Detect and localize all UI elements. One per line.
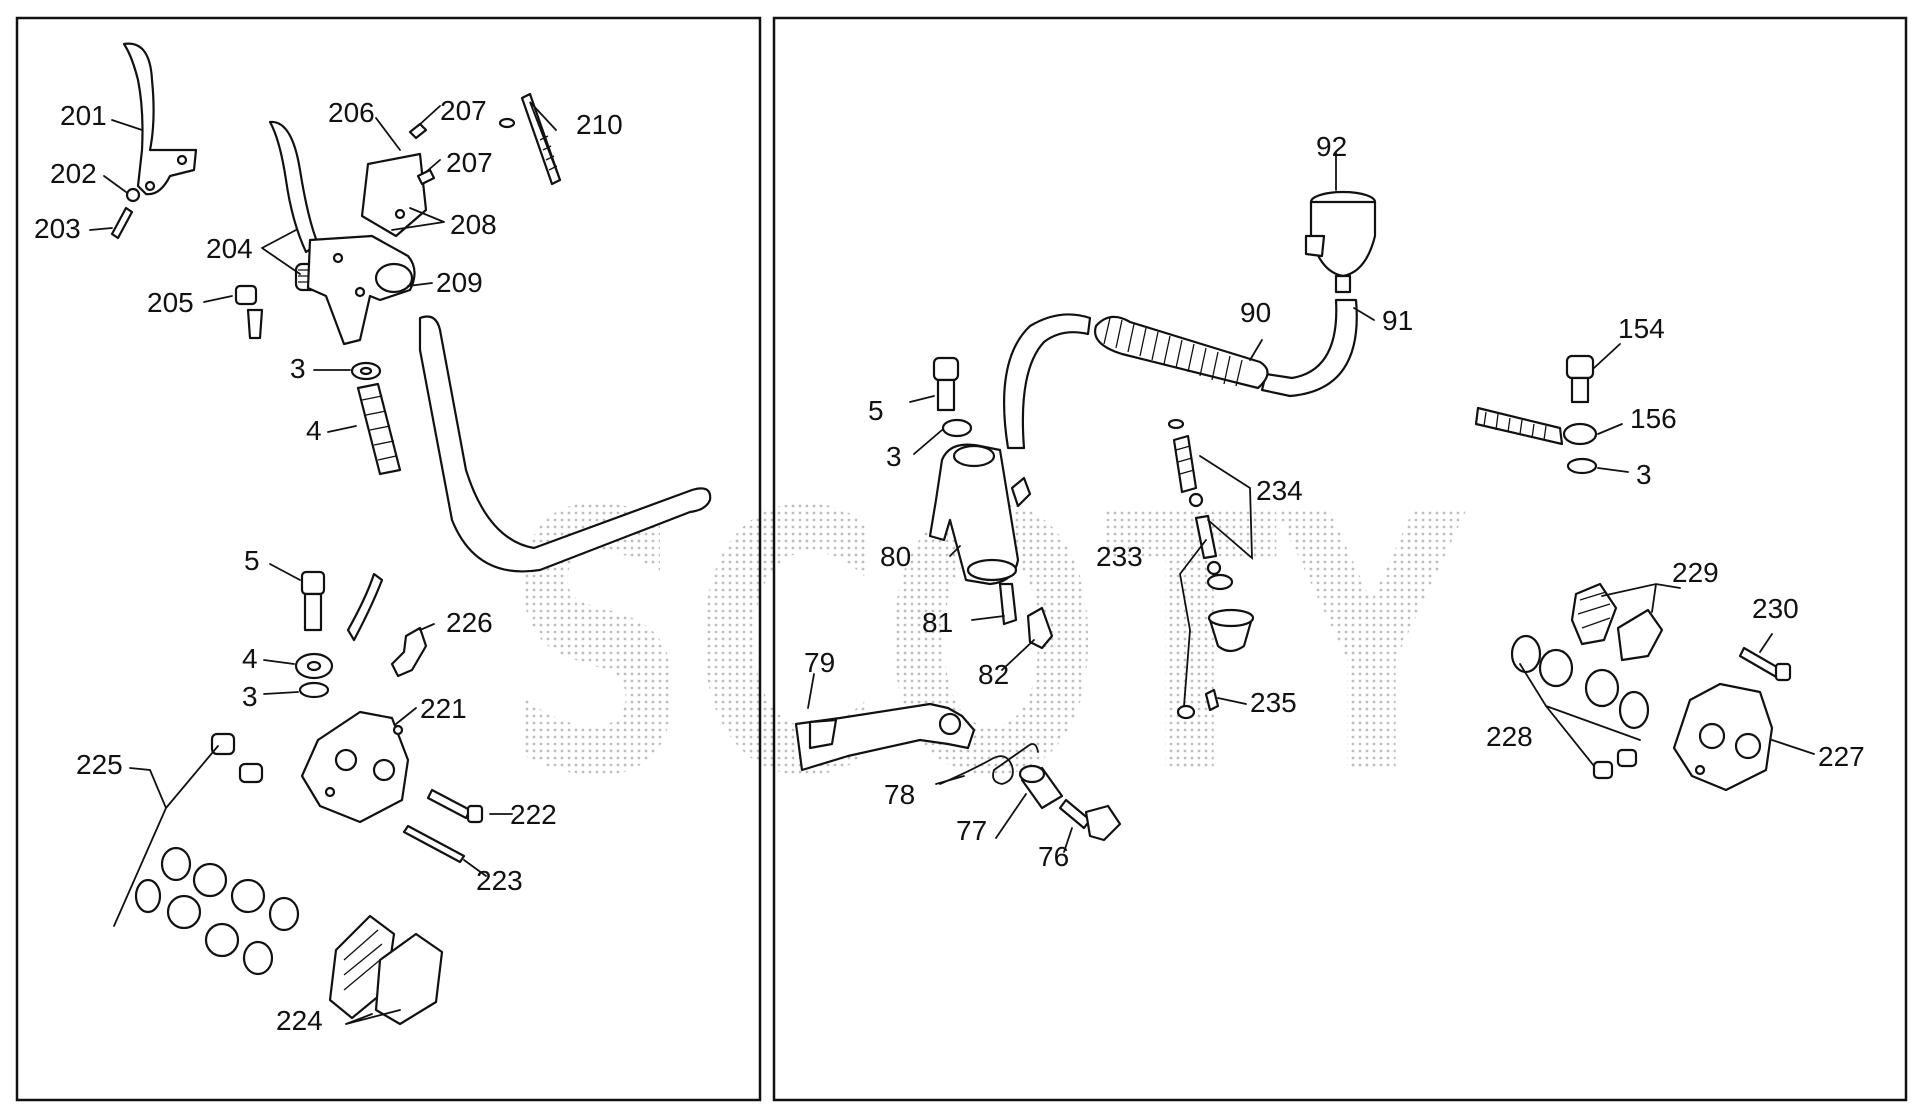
label-78: 78 xyxy=(884,779,915,810)
label-225: 225 xyxy=(76,749,123,780)
label-228: 228 xyxy=(1486,721,1533,752)
part-80-master-cylinder xyxy=(928,443,1032,586)
label-82: 82 xyxy=(978,659,1009,690)
part-225-pistons-seals xyxy=(134,846,300,976)
part-3-washer-left xyxy=(350,361,382,381)
label-92: 92 xyxy=(1316,131,1347,162)
part-209-clamp-body xyxy=(306,234,416,346)
part-brake-line-left xyxy=(346,572,384,642)
part-229-brake-pads xyxy=(1570,582,1664,662)
label-3-upper-left: 3 xyxy=(290,353,306,384)
part-203-pin xyxy=(110,206,134,240)
label-81: 81 xyxy=(922,607,953,638)
part-79-brake-pedal xyxy=(794,702,976,772)
part-77-bushing xyxy=(1018,764,1064,810)
label-90: 90 xyxy=(1240,297,1271,328)
label-204: 204 xyxy=(206,233,253,264)
left-panel-labels: 201 202 203 204 205 206 207 207 208 209 … xyxy=(34,95,623,1036)
label-156: 156 xyxy=(1630,403,1677,434)
label-210: 210 xyxy=(576,109,623,140)
label-234: 234 xyxy=(1256,475,1303,506)
label-202: 202 xyxy=(50,158,97,189)
label-4-upper-left: 4 xyxy=(306,415,322,446)
label-4-lower-left: 4 xyxy=(242,643,258,674)
label-224: 224 xyxy=(276,1005,323,1036)
label-222: 222 xyxy=(510,799,557,830)
label-3-lower-left: 3 xyxy=(242,681,258,712)
label-76: 76 xyxy=(1038,841,1069,872)
label-3-far-right: 3 xyxy=(1636,459,1652,490)
part-4-banjo-left xyxy=(294,652,334,680)
label-207-upper: 207 xyxy=(440,95,487,126)
left-panel xyxy=(15,16,762,1102)
part-76-bolt xyxy=(1058,798,1122,842)
part-90-spring-hose xyxy=(1093,315,1269,390)
label-230: 230 xyxy=(1752,593,1799,624)
label-235: 235 xyxy=(1250,687,1297,718)
part-81-pushrod xyxy=(998,582,1018,626)
part-210-switch xyxy=(498,92,562,186)
label-223: 223 xyxy=(476,865,523,896)
part-156-banjo xyxy=(1474,406,1598,446)
part-5-bolt-left xyxy=(300,570,326,632)
label-5-right: 5 xyxy=(868,395,884,426)
part-228-seals-pistons xyxy=(1510,634,1650,780)
label-201: 201 xyxy=(60,100,107,131)
label-207-lower: 207 xyxy=(446,147,493,178)
leader-lines xyxy=(89,101,1815,1025)
label-209: 209 xyxy=(436,267,483,298)
label-221: 221 xyxy=(420,693,467,724)
part-235-pin xyxy=(1176,688,1220,720)
right-panel-labels: 92 90 91 154 156 3 5 3 80 81 82 79 78 77… xyxy=(804,131,1865,872)
part-225-bleed-fittings xyxy=(210,732,264,784)
label-227: 227 xyxy=(1818,741,1865,772)
part-3-washer-lower-left xyxy=(298,681,330,699)
part-224-brake-pads xyxy=(328,914,444,1026)
part-205-adjuster xyxy=(234,284,264,340)
label-3-right: 3 xyxy=(886,441,902,472)
label-208: 208 xyxy=(450,209,497,240)
part-91-hose xyxy=(1260,298,1358,398)
label-206: 206 xyxy=(328,97,375,128)
label-233: 233 xyxy=(1096,541,1143,572)
right-panel xyxy=(772,16,1908,1102)
part-handlebar xyxy=(418,315,712,573)
part-233-cup xyxy=(1207,608,1255,653)
label-154: 154 xyxy=(1618,313,1665,344)
part-207-screw-upper xyxy=(408,122,428,140)
part-202-nut xyxy=(125,187,141,203)
part-3-washer-far-right xyxy=(1566,457,1598,475)
part-82-clevis xyxy=(1026,606,1054,650)
part-154-bolt xyxy=(1565,354,1595,404)
label-91: 91 xyxy=(1382,305,1413,336)
part-230-bolt xyxy=(1738,646,1792,682)
label-229: 229 xyxy=(1672,557,1719,588)
part-206-reservoir-cap xyxy=(360,152,428,238)
label-226: 226 xyxy=(446,607,493,638)
label-5-left: 5 xyxy=(244,545,260,576)
part-3-washer-right xyxy=(941,418,973,438)
part-78-spring xyxy=(939,743,1039,785)
part-5-bolt-right xyxy=(932,356,960,412)
label-77: 77 xyxy=(956,815,987,846)
part-4-grip xyxy=(356,382,402,476)
part-92-reservoir xyxy=(1304,190,1377,294)
label-80: 80 xyxy=(880,541,911,572)
part-201-lever xyxy=(122,42,198,196)
part-222-bolt xyxy=(426,788,484,824)
part-223-pin xyxy=(402,824,466,864)
part-feed-hose xyxy=(1003,313,1092,450)
label-205: 205 xyxy=(147,287,194,318)
part-221-front-caliper xyxy=(300,710,410,824)
part-226-pad-spring xyxy=(390,626,428,678)
label-203: 203 xyxy=(34,213,81,244)
part-227-rear-caliper xyxy=(1672,682,1774,792)
label-79: 79 xyxy=(804,647,835,678)
